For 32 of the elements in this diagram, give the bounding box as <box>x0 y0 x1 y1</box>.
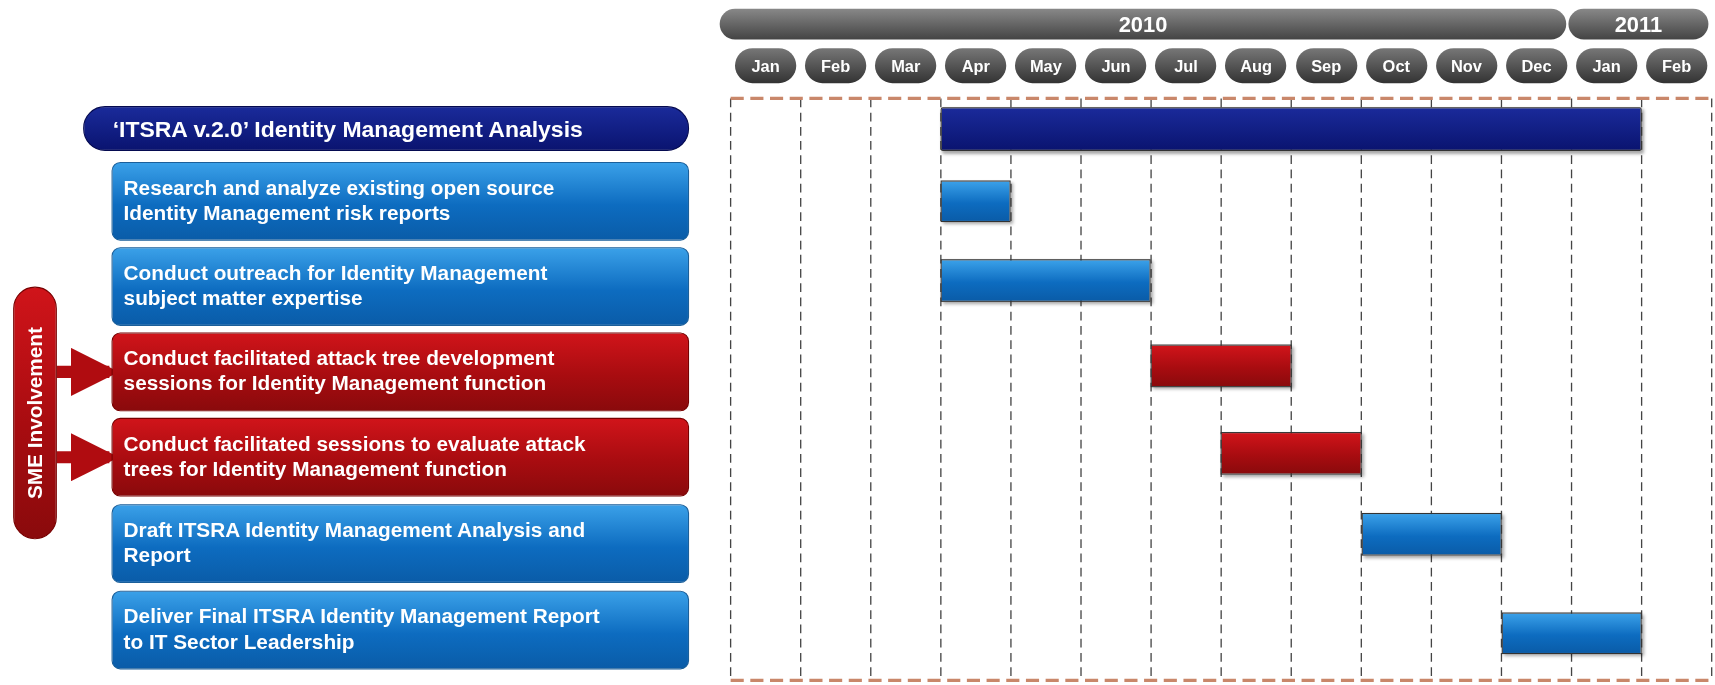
month-header: Oct <box>1365 48 1427 84</box>
gantt-bar <box>940 180 1011 223</box>
year-header: 2011 <box>1568 8 1709 40</box>
month-header: Aug <box>1225 48 1287 84</box>
month-header: May <box>1015 48 1077 84</box>
month-header: Jan <box>735 48 797 84</box>
month-header: Dec <box>1505 48 1568 84</box>
month-header: Jul <box>1155 48 1217 84</box>
gantt-bar <box>940 107 1642 151</box>
month-header: Apr <box>945 48 1007 84</box>
gantt-bar <box>1221 432 1362 475</box>
month-header: Sep <box>1295 48 1357 84</box>
gantt-bar <box>1361 512 1502 556</box>
task-box: Conduct facilitated sessions to evaluate attack trees for Identity Management function <box>111 417 690 497</box>
gantt-bar <box>1151 344 1292 388</box>
summary-task: ‘ITSRA v.2.0’ Identity Management Analysis <box>83 106 690 151</box>
month-header: Jan <box>1575 48 1638 84</box>
month-header: Feb <box>1646 48 1708 84</box>
gantt-bar <box>1501 612 1642 655</box>
month-header: Nov <box>1435 48 1497 84</box>
task-box: Draft ITSRA Identity Management Analysis and Report <box>111 504 690 583</box>
gantt-bar <box>940 259 1152 302</box>
year-header: 2010 <box>719 8 1567 40</box>
banner-text: SME Involvement <box>22 326 47 499</box>
involvement-banner <box>13 286 57 540</box>
month-header: Feb <box>805 48 867 84</box>
month-header: Mar <box>875 48 937 84</box>
task-box: Research and analyze existing open source Identity Management risk reports <box>111 161 690 241</box>
month-header: Jun <box>1085 48 1147 84</box>
task-box: Deliver Final ITSRA Identity Management Report to IT Sector Leadership <box>111 590 690 670</box>
task-box: Conduct outreach for Identity Management subject matter expertise <box>111 247 690 326</box>
task-box: Conduct facilitated attack tree development sessions for Identity Management function <box>111 332 690 412</box>
